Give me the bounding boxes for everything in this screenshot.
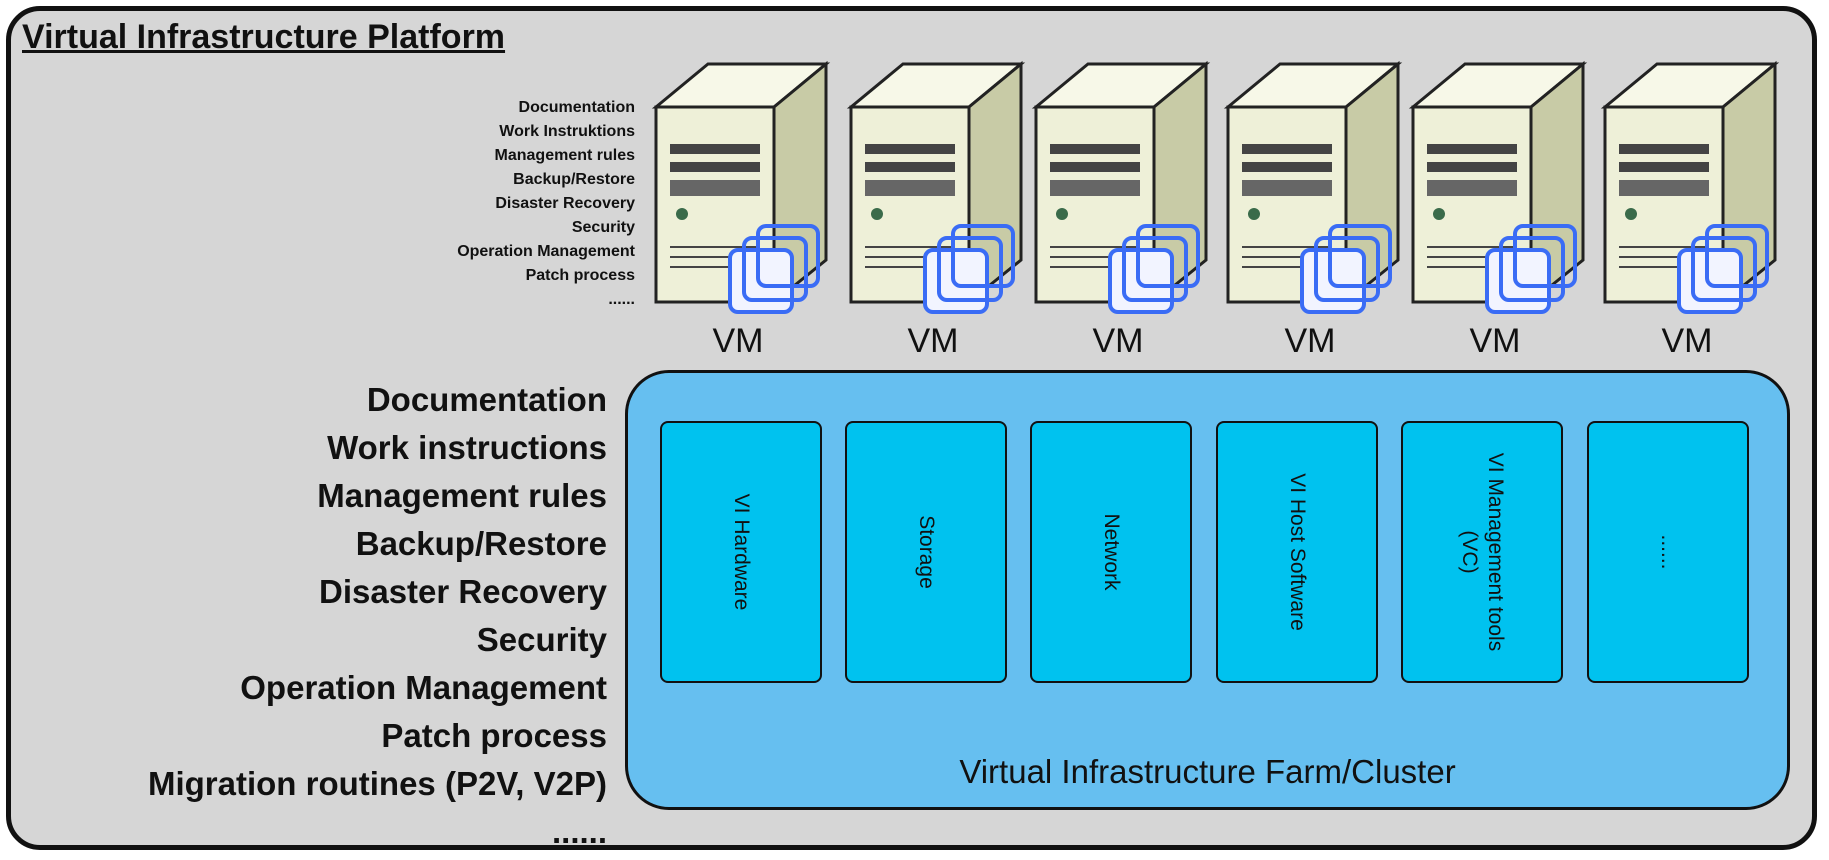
component-label: VI Hardware <box>730 493 753 611</box>
platform-process-item: Disaster Recovery <box>318 573 607 610</box>
vm-icon <box>1300 224 1392 314</box>
component-label: Storage <box>915 515 938 589</box>
vm-icon <box>1677 224 1769 314</box>
vm-process-item: Security <box>571 219 635 236</box>
server-icon <box>1408 60 1588 314</box>
component-label: VI Management tools (VC) <box>1458 452 1507 652</box>
vm-process-item: Patch process <box>525 267 635 284</box>
platform-process-item: Work instructions <box>327 429 607 466</box>
component-vi-host-software: VI Host Software <box>1216 421 1378 683</box>
platform-process-list: Documentation Work instructions Manageme… <box>148 376 607 856</box>
vm-process-item: ...... <box>608 291 635 308</box>
vm-label: VM <box>1092 322 1144 360</box>
component-storage: Storage <box>845 421 1007 683</box>
platform-process-item: Migration routines (P2V, V2P) <box>147 765 607 802</box>
vm-label: VM <box>1284 322 1336 360</box>
server-icon <box>1223 60 1403 314</box>
vm-label: VM <box>907 322 959 360</box>
component-network: Network <box>1030 421 1192 683</box>
component-vi-hardware: VI Hardware <box>660 421 822 683</box>
vm-server: VM <box>843 52 1033 362</box>
vm-icon <box>1108 224 1200 314</box>
platform-process-item: Backup/Restore <box>355 525 607 562</box>
server-icon <box>651 60 831 314</box>
platform-title: Virtual Infrastructure Platform <box>22 18 506 56</box>
vm-label: VM <box>1661 322 1713 360</box>
platform-process-item: Operation Management <box>240 669 607 706</box>
vm-label: VM <box>712 322 764 360</box>
vm-server: VM <box>1220 52 1410 362</box>
vm-server: VM <box>1597 52 1787 362</box>
server-icon <box>1600 60 1780 314</box>
vm-server: VM <box>1028 52 1218 362</box>
component-label: ...... <box>1657 534 1680 570</box>
platform-process-item: ...... <box>551 813 607 850</box>
component-label: VI Host Software <box>1286 473 1309 631</box>
vm-server: VM <box>648 52 838 362</box>
vm-process-item: Documentation <box>518 99 635 116</box>
vm-process-item: Disaster Recovery <box>495 195 635 212</box>
vm-process-item: Operation Management <box>457 243 635 260</box>
cluster-label: Virtual Infrastructure Farm/Cluster <box>959 753 1456 790</box>
vm-label: VM <box>1469 322 1521 360</box>
vm-icon <box>728 224 820 314</box>
vm-process-item: Backup/Restore <box>513 171 635 188</box>
platform-process-item: Documentation <box>366 381 607 418</box>
vm-icon <box>923 224 1015 314</box>
server-icon <box>1031 60 1211 314</box>
platform-process-item: Security <box>476 621 607 658</box>
platform-process-item: Patch process <box>381 717 607 754</box>
vm-server: VM <box>1405 52 1595 362</box>
component-label: Network <box>1100 513 1123 591</box>
platform-process-item: Management rules <box>317 477 607 514</box>
server-icon <box>846 60 1026 314</box>
vm-icon <box>1485 224 1577 314</box>
component-more: ...... <box>1587 421 1749 683</box>
vm-process-item: Management rules <box>494 147 635 164</box>
component-vi-management-tools: VI Management tools (VC) <box>1401 421 1563 683</box>
vm-process-list: Documentation Work Instruktions Manageme… <box>457 96 635 312</box>
vm-process-item: Work Instruktions <box>499 123 635 140</box>
infrastructure-cluster: VI Hardware Storage Network VI Host Soft… <box>625 370 1790 810</box>
